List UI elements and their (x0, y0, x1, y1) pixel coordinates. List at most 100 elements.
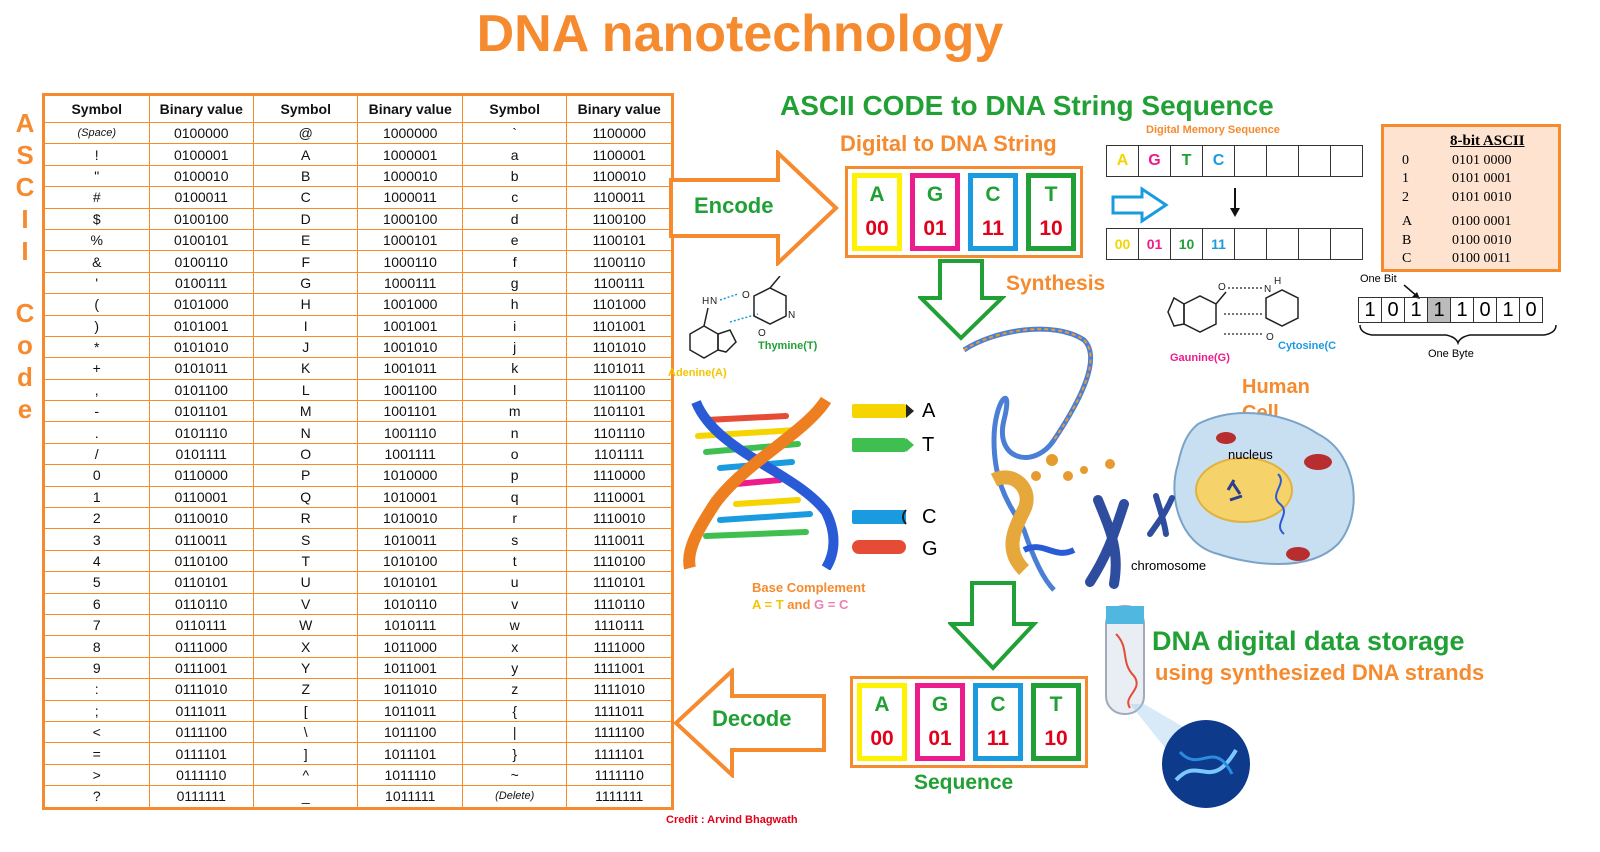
table-cell: 0100100 (148, 207, 254, 230)
base-bits: 00 (865, 217, 889, 240)
memory-arrow-icon (1111, 186, 1169, 224)
table-cell: O (252, 442, 359, 466)
ascii8-title: 8-bit ASCII (1450, 133, 1525, 149)
table-cell: 9 (43, 656, 150, 680)
table-cell: a (461, 143, 568, 166)
table-cell: R (252, 507, 359, 530)
table-cell: P (252, 464, 359, 487)
table-cell: 1001010 (357, 335, 463, 359)
ascii8-symbol: B (1402, 232, 1412, 248)
table-cell: 1110000 (566, 464, 673, 487)
table-cell: 1001110 (357, 421, 463, 444)
memory-cell (1235, 146, 1267, 176)
base-bits: 10 (1044, 727, 1068, 750)
table-cell: 1001001 (357, 314, 463, 337)
table-cell: 1101110 (566, 421, 673, 444)
table-cell: 0111111 (148, 785, 254, 809)
table-cell: h (461, 293, 568, 316)
ascii8-code: 0100 0011 (1452, 251, 1511, 267)
table-cell: 1000111 (357, 271, 463, 295)
table-cell: s (461, 528, 568, 551)
table-cell: 0110000 (148, 464, 254, 487)
table-cell: Z (252, 678, 359, 701)
table-cell: D (252, 207, 359, 230)
svg-text:O: O (1218, 282, 1226, 293)
base-bits: 11 (981, 217, 1005, 240)
complement-rule-1: A = T (752, 597, 784, 612)
table-cell: ] (252, 742, 359, 765)
table-cell: 0100111 (148, 271, 254, 295)
adenine-label: Adenine(A) (668, 367, 727, 379)
table-cell: 1101101 (566, 400, 673, 423)
table-cell: } (461, 742, 568, 765)
table-cell: f (461, 250, 568, 273)
svg-text:N: N (1264, 284, 1271, 295)
table-cell: U (252, 571, 359, 594)
table-row: ?0111111_1011111(Delete)1111111 (43, 785, 673, 809)
table-cell: g (461, 271, 568, 295)
table-cell: ' (43, 271, 150, 295)
memory-cell: 01 (1139, 229, 1171, 259)
credit-text: Credit : Arvind Bhagwath (666, 814, 798, 826)
column-header: Symbol (43, 94, 150, 123)
table-cell: 1011000 (357, 635, 463, 658)
table-cell: q (461, 485, 568, 509)
table-cell: , (43, 378, 150, 402)
svg-text:O: O (742, 290, 750, 301)
table-cell: 1010110 (357, 592, 463, 615)
table-cell: 1100011 (566, 186, 673, 209)
chromosome-label: chromosome (1131, 558, 1207, 573)
digital-to-dna-heading: Digital to DNA String (840, 131, 1057, 156)
base-letter: A (874, 693, 890, 716)
table-cell: 1000011 (357, 186, 463, 209)
side-letter: I (21, 204, 29, 234)
memory-row-bases: A G T C (1106, 145, 1363, 177)
table-cell: | (461, 720, 568, 744)
table-cell: 1011110 (357, 763, 463, 787)
base-letter: T (1049, 693, 1063, 716)
helix-letter-a: A (922, 400, 936, 422)
table-cell: 1110111 (566, 613, 673, 637)
memory-cell: 00 (1107, 229, 1139, 259)
table-cell: . (43, 421, 150, 444)
table-cell: y (461, 656, 568, 680)
table-cell: M (252, 400, 359, 423)
table-cell: V (252, 592, 359, 615)
human-cell-icon (1173, 412, 1355, 565)
side-letter: o (17, 330, 33, 360)
dna-test-tube-icon (1105, 605, 1250, 808)
table-cell: 1001101 (357, 400, 463, 423)
table-cell: L (252, 378, 359, 402)
ascii8-symbol: A (1402, 214, 1413, 230)
table-cell: E (252, 228, 359, 252)
storage-heading: DNA digital data storage (1152, 626, 1465, 656)
bit-cell-highlighted: 1 (1428, 298, 1451, 322)
table-cell: 0111110 (148, 763, 254, 787)
table-cell: 1001000 (357, 293, 463, 316)
base-bits: 11 (986, 727, 1010, 750)
table-cell: # (43, 186, 150, 209)
table-cell: Y (252, 656, 359, 680)
table-cell: 0110010 (148, 507, 254, 530)
ascii-binary-table: Symbol Binary value Symbol Binary value … (42, 93, 674, 810)
table-cell: > (43, 763, 150, 787)
table-cell: 1100000 (566, 121, 673, 145)
side-letter: A (15, 108, 35, 138)
table-cell: k (461, 357, 568, 380)
memory-title: Digital Memory Sequence (1146, 124, 1280, 136)
svg-text:H: H (1274, 276, 1281, 287)
table-cell: 1010000 (357, 464, 463, 487)
